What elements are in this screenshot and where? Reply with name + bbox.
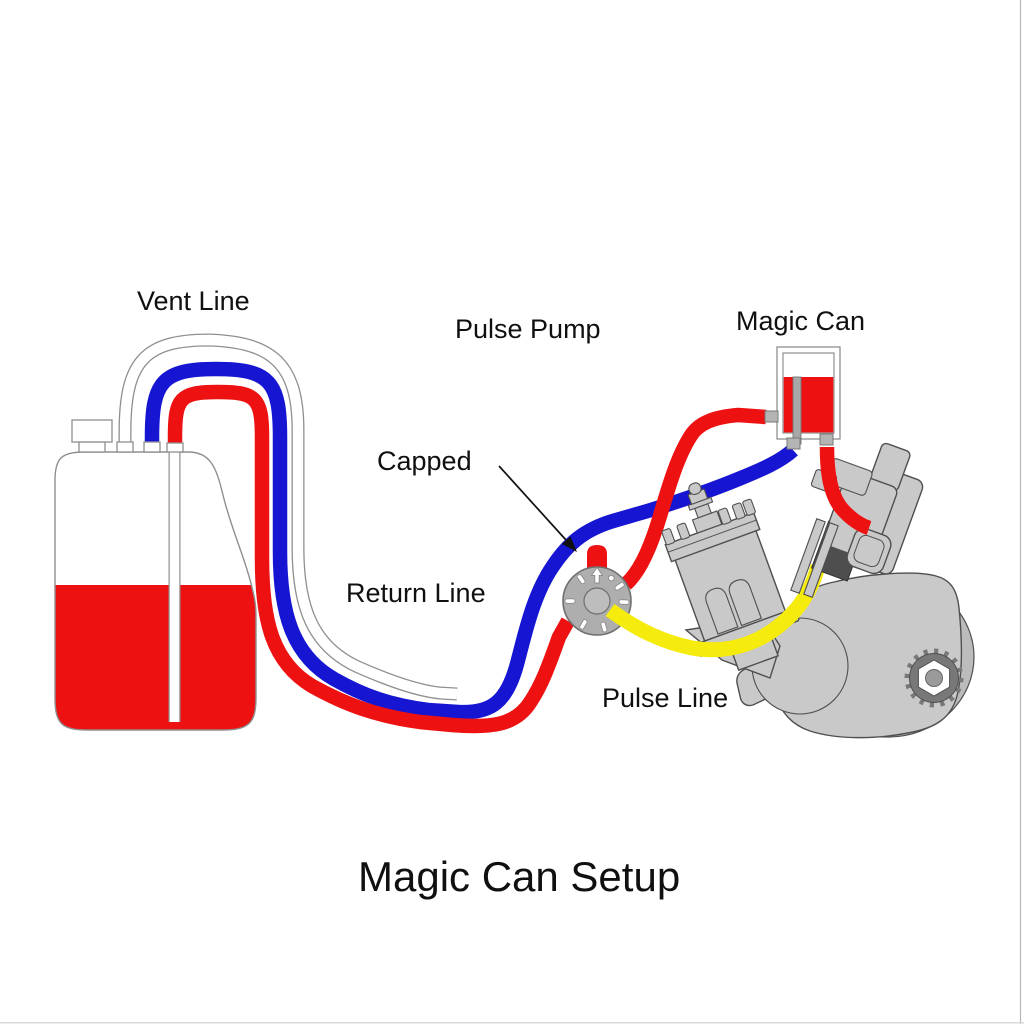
fuel-line-can-to-carb <box>819 446 872 535</box>
can-return-fitting <box>786 437 801 450</box>
carburetor <box>790 442 924 598</box>
label-vent-line: Vent Line <box>137 286 250 316</box>
engine <box>661 482 975 739</box>
head-studs <box>661 498 756 546</box>
label-pulse-pump: Pulse Pump <box>455 314 601 344</box>
sprocket-shaft <box>925 669 943 687</box>
spark-plug <box>687 482 723 534</box>
tank-fuel <box>55 585 256 730</box>
can-inlet-fitting <box>764 410 779 423</box>
can-fuel <box>783 377 834 433</box>
transfer-port-right <box>728 579 762 627</box>
tank-fittings <box>116 441 184 453</box>
drive-sprocket <box>904 648 964 708</box>
fuel-line-pump-to-can <box>620 407 767 590</box>
vent-line-tube <box>118 333 458 701</box>
can-outlet-fitting <box>819 433 834 446</box>
intake-flange-plates <box>790 518 839 598</box>
tank-cap <box>71 419 113 453</box>
pump-flow-arrow-icon <box>590 566 604 584</box>
magic-can <box>764 346 841 450</box>
pump-center <box>583 587 611 615</box>
label-capped: Capped <box>377 446 472 476</box>
label-magic-can: Magic Can <box>736 306 865 336</box>
fuel-tank <box>54 419 257 731</box>
fuel-line-tank-to-pump <box>167 384 575 734</box>
pump-screw-slots <box>564 574 630 633</box>
transfer-port-left <box>705 587 739 635</box>
label-pulse-line: Pulse Line <box>602 683 728 713</box>
label-return-line: Return Line <box>346 578 486 608</box>
diagram-title: Magic Can Setup <box>358 853 680 900</box>
capped-arrow <box>498 465 577 552</box>
can-standpipe <box>792 376 802 445</box>
